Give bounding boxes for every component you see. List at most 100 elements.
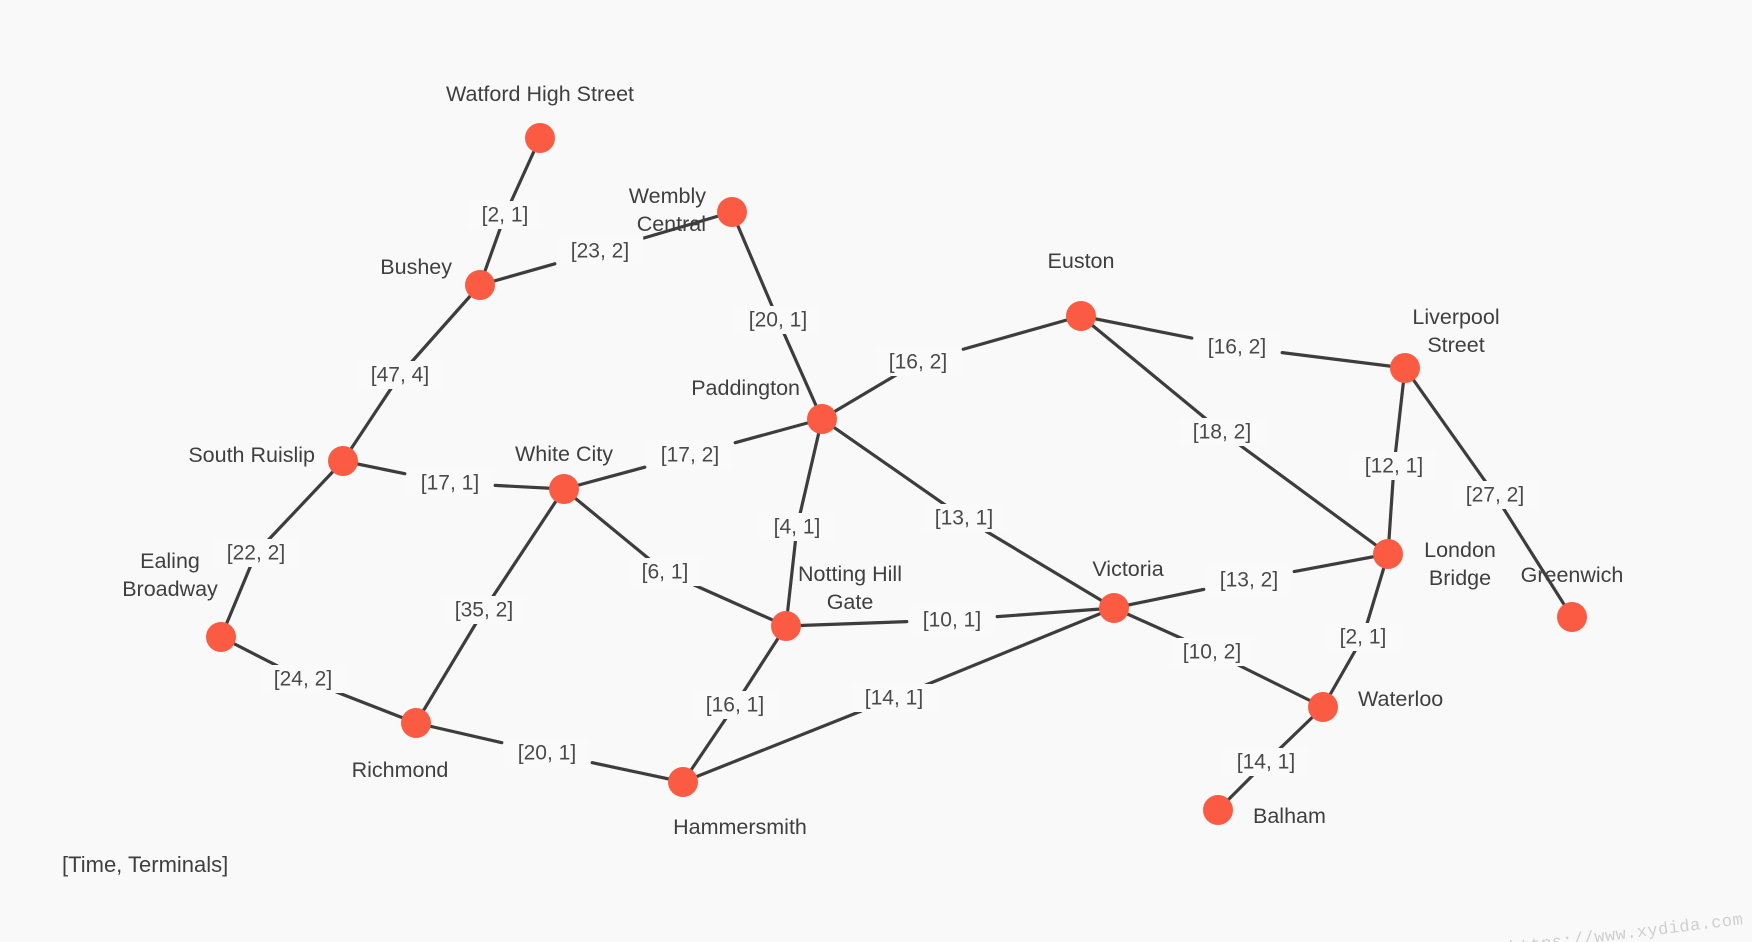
- graph-node-victoria[interactable]: [1099, 593, 1129, 623]
- edge-segment: [1079, 314, 1208, 421]
- edge-weight-label: [13, 2]: [1205, 566, 1293, 594]
- edge-weight-backdrop: [503, 739, 591, 767]
- graph-edge: [1079, 314, 1390, 556]
- edge-segment: [1501, 506, 1574, 619]
- edge-weight-label: [27, 2]: [1451, 481, 1539, 509]
- node-label-white_city: White City: [515, 442, 613, 466]
- edge-segment: [961, 314, 1083, 351]
- edge-weight-text: [35, 2]: [455, 599, 513, 622]
- graph-node-ealing_broadway[interactable]: [206, 622, 236, 652]
- edge-segment: [642, 210, 734, 240]
- edge-segment: [409, 283, 482, 364]
- edge-weight-label: [23, 2]: [556, 237, 644, 265]
- edge-weight-label: [4, 1]: [759, 513, 835, 541]
- graph-node-euston[interactable]: [1066, 301, 1096, 331]
- edge-weight-label: [2, 1]: [467, 201, 543, 229]
- edge-weight-backdrop: [734, 306, 822, 334]
- edge-weight-label: [13, 1]: [920, 504, 1008, 532]
- edge-weight-backdrop: [874, 348, 962, 376]
- edge-weight-backdrop: [1178, 418, 1266, 446]
- edge-weight-text: [23, 2]: [571, 240, 629, 263]
- edge-weight-label: [10, 1]: [908, 606, 996, 634]
- edge-segment: [924, 606, 1116, 687]
- edge-weight-backdrop: [908, 606, 996, 634]
- edge-weight-label: [35, 2]: [440, 596, 528, 624]
- edge-weight-backdrop: [467, 201, 543, 229]
- edge-weight-backdrop: [556, 237, 644, 265]
- edge-weight-backdrop: [406, 469, 494, 497]
- edge-segment: [1403, 366, 1488, 484]
- edge-weight-backdrop: [646, 441, 734, 469]
- graph-node-london_bridge[interactable]: [1373, 539, 1403, 569]
- edge-weight-backdrop: [920, 504, 1008, 532]
- graph-edge: [820, 417, 1116, 610]
- graph-node-notting_hill_gate[interactable]: [771, 611, 801, 641]
- edge-weight-label: [14, 1]: [1222, 748, 1310, 776]
- node-label-victoria: Victoria: [1092, 557, 1163, 581]
- graph-edge: [1112, 552, 1390, 610]
- edge-segment: [590, 761, 685, 784]
- edge-weight-label: [20, 1]: [503, 739, 591, 767]
- graph-node-watford_high_street[interactable]: [525, 123, 555, 153]
- graph-edge: [730, 210, 824, 421]
- edge-segment: [995, 606, 1116, 619]
- edge-weight-text: [14, 1]: [865, 687, 923, 710]
- edge-weight-text: [20, 1]: [749, 309, 807, 332]
- edge-weight-label: [16, 2]: [874, 348, 962, 376]
- graph-node-wembly_central[interactable]: [717, 197, 747, 227]
- edge-weight-label: [17, 1]: [406, 469, 494, 497]
- graph-node-richmond[interactable]: [401, 708, 431, 738]
- graph-node-balham[interactable]: [1203, 795, 1233, 825]
- legend-label: [Time, Terminals]: [62, 852, 229, 877]
- edge-weight-backdrop: [850, 684, 938, 712]
- edge-weight-backdrop: [1451, 481, 1539, 509]
- graph-node-bushey[interactable]: [465, 270, 495, 300]
- graph-node-south_ruislip[interactable]: [328, 446, 358, 476]
- edge-weight-label: [6, 1]: [627, 558, 703, 586]
- node-label-euston: Euston: [1048, 249, 1115, 273]
- edge-weight-labels-layer: [2, 1][23, 2][47, 4][20, 1][17, 1][22, 2…: [212, 201, 1539, 776]
- edge-weight-text: [24, 2]: [274, 668, 332, 691]
- edge-segment: [984, 529, 1116, 610]
- edge-weight-text: [10, 2]: [1183, 641, 1241, 664]
- edge-weight-backdrop: [759, 513, 835, 541]
- node-label-balham: Balham: [1253, 804, 1326, 828]
- graph-node-liverpool_street[interactable]: [1390, 353, 1420, 383]
- node-label-bushey: Bushey: [380, 255, 452, 279]
- edge-weight-text: [13, 2]: [1220, 569, 1278, 592]
- graph-node-paddington[interactable]: [807, 404, 837, 434]
- graph-node-greenwich[interactable]: [1557, 602, 1587, 632]
- edge-weight-text: [16, 2]: [889, 351, 947, 374]
- graph-node-white_city[interactable]: [549, 474, 579, 504]
- edge-weight-text: [16, 1]: [706, 694, 764, 717]
- edge-weight-text: [18, 2]: [1193, 421, 1251, 444]
- edge-weight-backdrop: [259, 665, 347, 693]
- edge-weight-backdrop: [356, 361, 444, 389]
- edge-weight-backdrop: [691, 691, 779, 719]
- edge-weight-text: [12, 1]: [1365, 455, 1423, 478]
- edge-weight-text: [22, 2]: [227, 542, 285, 565]
- edge-segment: [798, 417, 824, 516]
- edge-segment: [1280, 351, 1407, 370]
- edge-segment: [1238, 443, 1390, 556]
- edge-segment: [1236, 663, 1325, 709]
- edge-weight-label: [20, 1]: [734, 306, 822, 334]
- graph-node-hammersmith[interactable]: [668, 767, 698, 797]
- graph-edge: [414, 487, 566, 725]
- node-label-richmond: Richmond: [352, 758, 449, 782]
- edge-weight-text: [10, 1]: [923, 609, 981, 632]
- node-label-watford_high_street: Watford High Street: [446, 82, 634, 106]
- edge-weight-backdrop: [627, 558, 703, 586]
- edge-weight-backdrop: [440, 596, 528, 624]
- edge-segment: [490, 487, 566, 599]
- edge-weight-backdrop: [1168, 638, 1256, 666]
- graph-node-waterloo[interactable]: [1308, 692, 1338, 722]
- edge-segment: [820, 417, 947, 507]
- edge-weight-backdrop: [212, 539, 300, 567]
